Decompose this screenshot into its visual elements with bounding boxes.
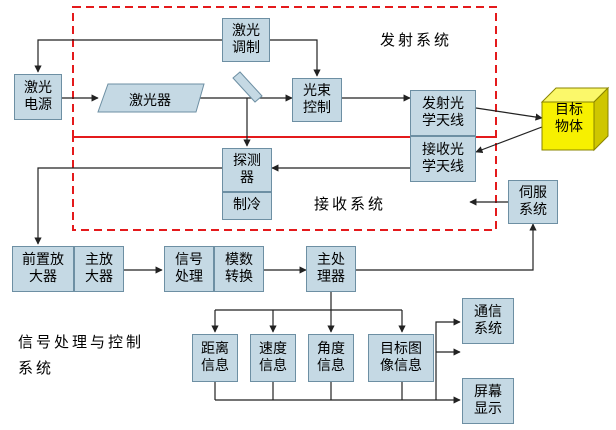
rx-antenna-block: 接收光 学天线 bbox=[410, 136, 476, 182]
main-processor-block: 主处 理器 bbox=[306, 246, 356, 292]
wire-mod-to-beam bbox=[270, 39, 321, 77]
servo-system-block: 伺服 系统 bbox=[508, 180, 558, 224]
laser-label: 激光器 bbox=[129, 93, 171, 109]
angle-info-block: 角度 信息 bbox=[308, 334, 354, 382]
wire-mod-to-power bbox=[34, 39, 222, 73]
detector-block: 探测 器 bbox=[222, 148, 272, 192]
signal-processing-block: 信号 处理 bbox=[164, 246, 214, 292]
wire-bus-to-comm bbox=[435, 318, 461, 400]
velocity-info-block: 速度 信息 bbox=[250, 334, 296, 382]
laser-power-block: 激光 电源 bbox=[14, 74, 62, 120]
cooling-block: 制冷 bbox=[222, 192, 272, 220]
signal-processing-control-label: 信号处理与控制 系统 bbox=[18, 333, 145, 377]
adc-block: 模数 转换 bbox=[214, 246, 264, 292]
beam-control-block: 光束 控制 bbox=[292, 78, 342, 122]
comm-system-block: 通信 系统 bbox=[462, 298, 514, 344]
laser-modulation-block: 激光 调制 bbox=[222, 18, 270, 62]
screen-display-block: 屏幕 显示 bbox=[462, 378, 514, 424]
wire-tx-to-target bbox=[475, 107, 543, 121]
main-amp-block: 主放 大器 bbox=[74, 246, 124, 292]
rx-system-region bbox=[72, 136, 497, 231]
preamp-block: 前置放 大器 bbox=[12, 246, 74, 292]
laser-shape bbox=[97, 83, 205, 113]
target-cube bbox=[540, 86, 610, 152]
wire-main-to-servo bbox=[356, 223, 537, 271]
rx-system-label: 接收系统 bbox=[314, 195, 387, 213]
tx-system-label: 发射系统 bbox=[380, 31, 453, 49]
mirror-shape bbox=[232, 71, 263, 103]
tx-antenna-block: 发射光 学天线 bbox=[410, 90, 476, 136]
wire-detector-to-preamp bbox=[34, 167, 222, 245]
target-object-label: 目标 物体 bbox=[555, 102, 583, 135]
target-image-info-block: 目标图 像信息 bbox=[368, 334, 434, 382]
wire-target-to-rx bbox=[475, 126, 543, 154]
range-info-block: 距离 信息 bbox=[192, 334, 238, 382]
tx-system-region bbox=[72, 6, 497, 138]
